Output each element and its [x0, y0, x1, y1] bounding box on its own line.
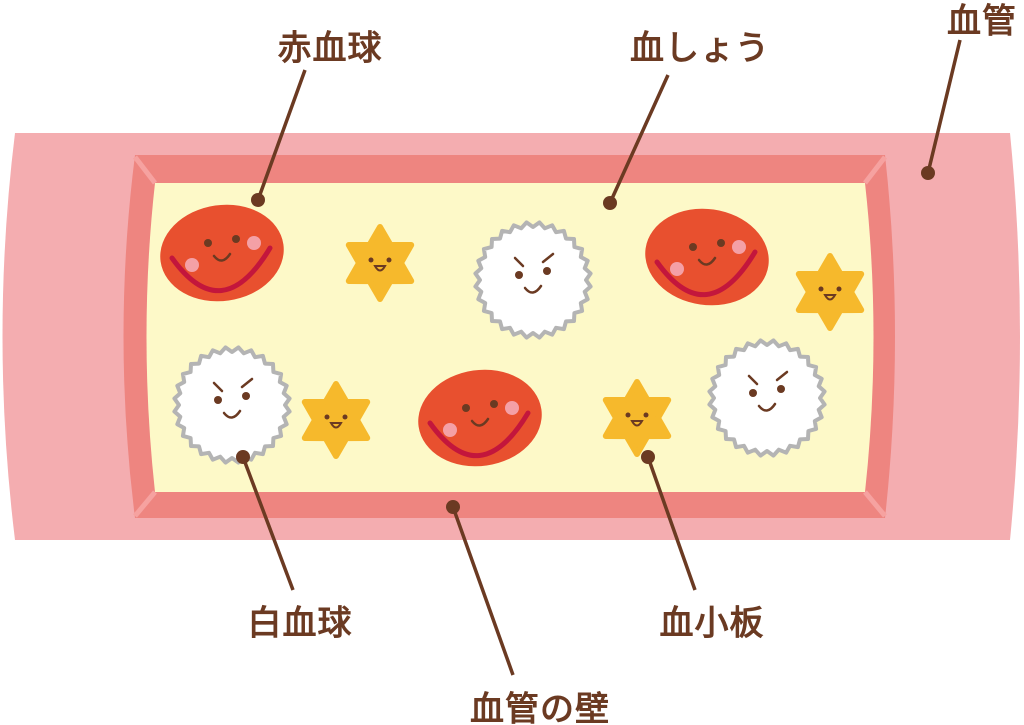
- red-blood-cell: [418, 369, 542, 467]
- platelet-leader: [641, 450, 697, 591]
- platelet: [301, 381, 371, 459]
- label-plasma: 血しょう: [630, 28, 770, 69]
- plasma-leader: [603, 74, 670, 210]
- white-blood-cell: [473, 220, 593, 340]
- label-platelet: 血小板: [659, 603, 765, 644]
- platelet: [602, 379, 672, 457]
- label-white-blood-cell: 白血球: [247, 603, 353, 644]
- red-blood-cell: [160, 204, 284, 302]
- label-red-blood-cell: 赤血球: [277, 28, 383, 69]
- white-blood-cell: [172, 345, 292, 465]
- wall-bevels: [133, 155, 887, 518]
- platelet: [795, 253, 865, 331]
- red-blood-cell-leader: [251, 69, 307, 207]
- red-blood-cell: [645, 208, 769, 306]
- label-blood-vessel: 血管: [947, 1, 1017, 42]
- label-vessel-wall: 血管の壁: [470, 689, 610, 725]
- blood-vessel-leader: [921, 39, 962, 180]
- white-blood-cell-leader: [236, 450, 295, 591]
- vessel-wall-leader: [446, 500, 515, 676]
- platelet: [345, 224, 415, 302]
- white-blood-cell: [707, 338, 827, 458]
